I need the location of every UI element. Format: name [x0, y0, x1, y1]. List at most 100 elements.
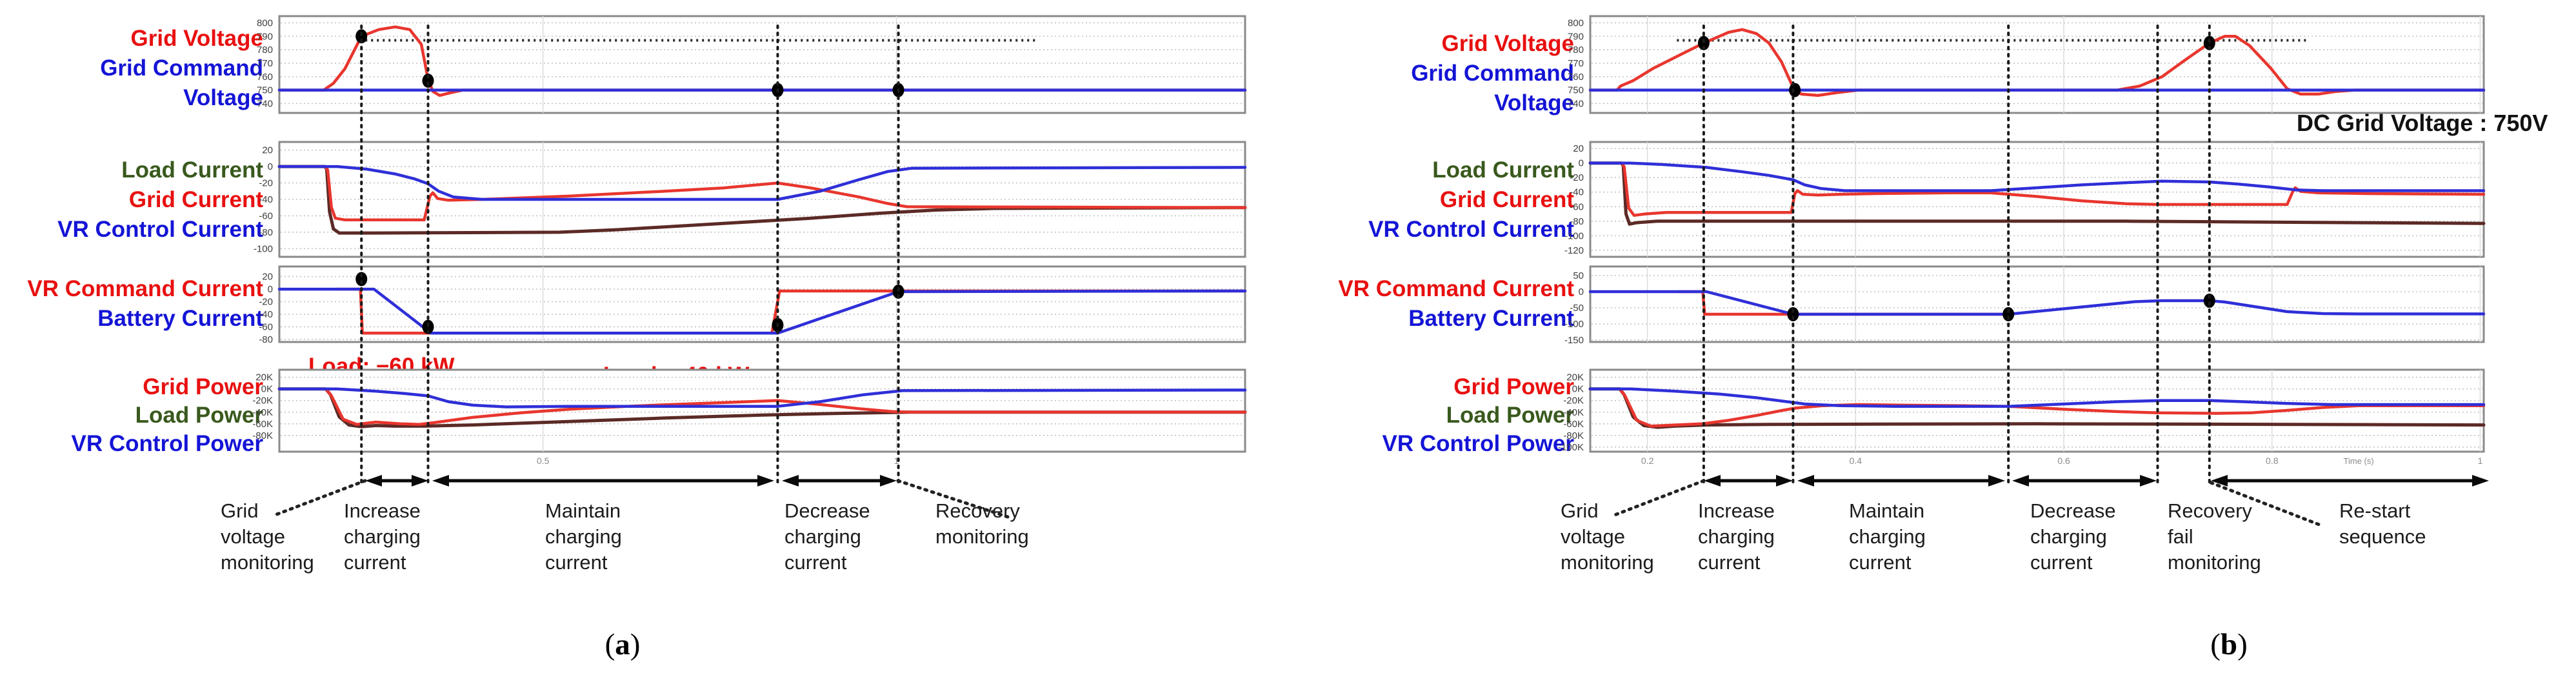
- phase-arrowhead-right: [880, 475, 897, 487]
- dc-grid-voltage-annotation: DC Grid Voltage : 750V: [2297, 110, 2548, 136]
- panel-border: [1589, 141, 2485, 258]
- trace-label-load-current: Load Current: [121, 157, 263, 183]
- leader-dotted-line: [896, 479, 1010, 519]
- y-tick-label: -100: [1564, 230, 1584, 241]
- phase-arrowhead-right: [2472, 475, 2489, 487]
- y-tick-label: 790: [1568, 31, 1584, 42]
- trace-label-load-current: Load Current: [1432, 157, 1574, 183]
- vr-control-power-trace: [1588, 387, 2486, 408]
- phase-grid-voltage-monitoring: Grid voltage monitoring: [1561, 499, 1654, 574]
- vr-control-current-trace: [277, 165, 1247, 201]
- y-tick-label: 750: [257, 85, 273, 96]
- phase-arrowhead-left: [1797, 475, 1814, 487]
- trace-label-grid-voltage: Grid Voltage: [130, 26, 264, 51]
- y-tick-label: -20: [259, 297, 273, 308]
- trace-label-grid-power: Grid Power: [1453, 374, 1574, 399]
- y-tick-label: -100: [254, 243, 273, 254]
- y-tick-label: -60K: [252, 419, 273, 430]
- y-tick-label: 760: [1568, 72, 1584, 83]
- time-axis-label: Time (s): [2344, 456, 2374, 466]
- y-tick-label: -40: [259, 309, 273, 320]
- y-tick-label: 740: [257, 98, 273, 109]
- event-marker-dot: [892, 285, 904, 299]
- x-tick-label: 1: [2478, 456, 2483, 466]
- y-tick-label: 770: [257, 58, 273, 69]
- event-marker-dot: [1789, 83, 1801, 97]
- phase-arrowhead-left: [782, 475, 799, 487]
- y-tick-label: -100K: [1558, 442, 1584, 453]
- phase-increase-charging: Increase charging current: [1698, 499, 1775, 574]
- y-tick-label: 0: [1579, 286, 1584, 297]
- event-marker-dot: [355, 272, 368, 286]
- trace-label-load-power: Load Power: [1446, 403, 1574, 428]
- y-tick-label: -50: [1570, 303, 1584, 314]
- y-tick-label: 770: [1568, 58, 1584, 69]
- phase-decrease-charging: Decrease charging current: [2030, 499, 2116, 574]
- panel-border: [278, 265, 1246, 343]
- trace-label-vr-command-current: VR Command Current: [27, 276, 263, 301]
- y-tick-label: 20K: [255, 372, 273, 383]
- phase-arrowhead-right: [757, 475, 774, 487]
- y-tick-label: 760: [257, 72, 273, 83]
- trace-label-grid-command: Grid Command: [100, 55, 263, 81]
- y-tick-label: -40: [1570, 187, 1584, 198]
- y-tick-label: -80: [259, 227, 273, 238]
- vr-control-power-trace: [277, 387, 1247, 408]
- trace-label-vr-control-current: VR Control Current: [1368, 217, 1574, 242]
- grid-power-trace: [277, 387, 1247, 426]
- y-tick-label: -60K: [1563, 419, 1584, 430]
- trace-label-vr-control-power: VR Control Power: [71, 431, 263, 456]
- event-marker-dot: [2203, 294, 2215, 308]
- panel-border: [278, 15, 1246, 114]
- y-tick-label: -80: [259, 334, 273, 345]
- phase-arrowhead-right: [1776, 475, 1793, 487]
- x-tick-label: 1: [894, 456, 899, 466]
- phase-arrowhead-left: [2211, 475, 2228, 487]
- y-tick-label: 0K: [1572, 384, 1584, 395]
- battery-current-trace: [1588, 290, 2486, 316]
- battery-current-trace: [277, 287, 1247, 335]
- x-tick-label: 0.8: [2266, 456, 2279, 466]
- trace-label-load-power: Load Power: [135, 403, 263, 428]
- trace-label-battery-current: Battery Current: [1408, 306, 1574, 331]
- grid-current-trace: [277, 165, 1247, 222]
- y-tick-label: -60: [259, 210, 273, 221]
- y-tick-label: -150: [1564, 335, 1584, 346]
- y-tick-label: -60: [1570, 201, 1584, 212]
- trace-label-voltage: Voltage: [183, 85, 263, 110]
- event-marker-dot: [422, 74, 434, 88]
- phase-arrowhead-right: [1988, 475, 2005, 487]
- y-tick-label: 50: [1573, 270, 1584, 281]
- phase-arrowhead-left: [432, 475, 449, 487]
- y-tick-label: 750: [1568, 85, 1584, 96]
- event-marker-dot: [2002, 307, 2015, 321]
- scope-panel-a-current: 200-20-40-60-80-100: [254, 141, 1247, 258]
- trace-label-grid-power: Grid Power: [143, 374, 263, 399]
- leader-dotted-line: [1610, 479, 1706, 518]
- phase-grid-voltage-monitoring: Grid voltage monitoring: [221, 499, 314, 574]
- y-tick-label: -20K: [252, 396, 273, 407]
- phase-recovery-monitoring: Recovery monitoring: [935, 499, 1029, 548]
- phase-maintain-charging: Maintain charging current: [545, 499, 622, 574]
- vr-control-current-trace: [1588, 161, 2486, 192]
- y-tick-label: 0: [268, 284, 273, 295]
- trace-label-grid-voltage: Grid Voltage: [1441, 31, 1575, 56]
- y-tick-label: -20: [1570, 172, 1584, 183]
- y-tick-label: -80K: [252, 430, 273, 441]
- x-tick-label: 0.5: [537, 456, 550, 466]
- y-tick-label: -40: [259, 194, 273, 205]
- y-tick-label: 800: [1568, 17, 1584, 28]
- x-tick-label: 0.6: [2057, 456, 2070, 466]
- leader-dotted-line: [272, 479, 367, 517]
- scope-panel-b-battery-current: 50 0 -50 -100 -150: [1564, 265, 2486, 346]
- y-tick-label: 800: [257, 17, 273, 28]
- y-tick-label: -80: [1570, 216, 1584, 227]
- trace-label-vr-control-current: VR Control Current: [57, 217, 263, 242]
- phase-recovery-fail-monitoring: Recovery fail monitoring: [2168, 499, 2261, 574]
- y-tick-label: 790: [257, 31, 273, 42]
- phase-arrowhead-left: [1704, 475, 1721, 487]
- y-tick-label: -100: [1564, 319, 1584, 330]
